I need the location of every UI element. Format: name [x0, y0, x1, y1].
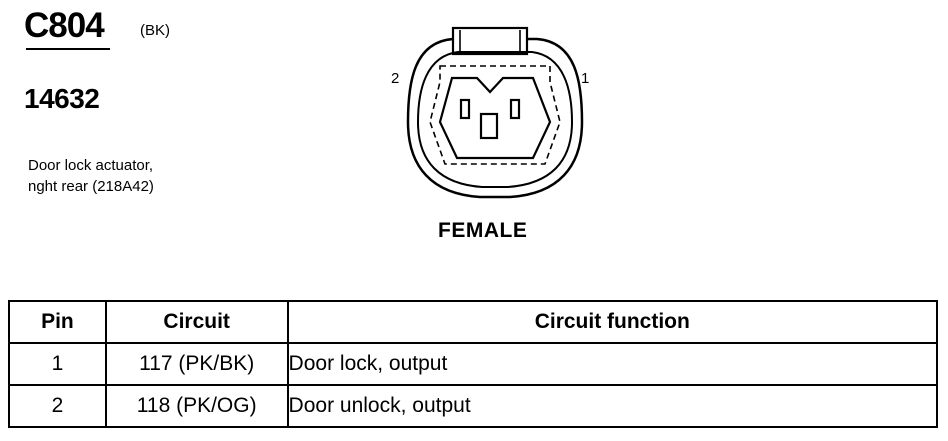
cell-circuit-function: Door lock, output: [286, 342, 939, 386]
cell-circuit: 118 (PK/OG): [104, 384, 289, 428]
pin-cavity-2: [459, 98, 471, 120]
cell-circuit: 117 (PK/BK): [104, 342, 289, 386]
part-number: 14632: [24, 83, 100, 114]
description-line-2: nght rear (218A42): [28, 178, 154, 195]
table-row: 2 118 (PK/OG) Door unlock, output: [8, 384, 939, 428]
cell-circuit-function: Door unlock, output: [286, 384, 939, 428]
connector-color: (BK): [140, 22, 170, 39]
connector-id-underline: [26, 48, 110, 50]
header-pin: Pin: [8, 300, 107, 344]
cell-pin: 2: [8, 384, 107, 428]
locking-tab: [451, 26, 529, 56]
connector-description: Door lock actuator, nght rear (218A42): [28, 155, 154, 197]
connector-outer-shell: [406, 37, 584, 199]
connector-id: C804: [24, 6, 105, 45]
header-circuit-function: Circuit function: [286, 300, 939, 344]
pin-cavity-1: [509, 98, 521, 120]
pin-label-1: 1: [581, 70, 589, 87]
cell-pin: 1: [8, 342, 107, 386]
connector-seal: [429, 65, 561, 165]
connector-inner-shell: [416, 51, 574, 188]
table-header-row: Pin Circuit Circuit function: [8, 300, 939, 344]
ground-cavity: [479, 112, 499, 140]
description-line-1: Door lock actuator,: [28, 157, 154, 174]
table-row: 1 117 (PK/BK) Door lock, output: [8, 342, 939, 386]
header-circuit: Circuit: [104, 300, 289, 344]
pin-label-2: 2: [391, 70, 399, 87]
connector-gender-label: FEMALE: [438, 219, 528, 242]
connector-face-diagram: 2 1: [391, 26, 589, 199]
terminal-body: [438, 76, 552, 160]
pin-circuit-table: Pin Circuit Circuit function 1 117 (PK/B…: [8, 300, 939, 428]
